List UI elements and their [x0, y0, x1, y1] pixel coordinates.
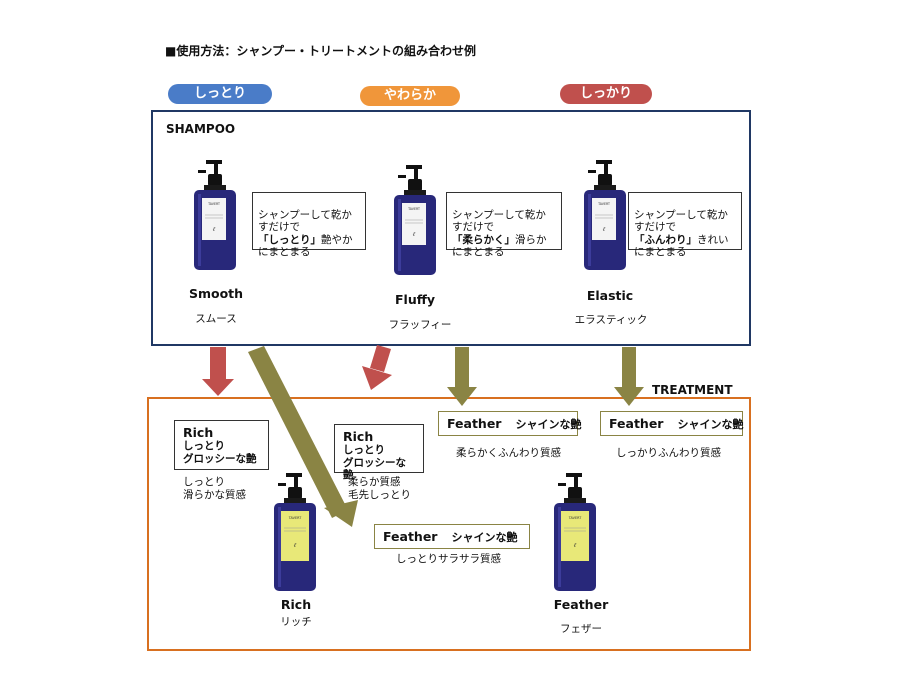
- treatment-panel: [147, 397, 751, 651]
- product-name-elastic: Elastic: [586, 288, 634, 303]
- pill-soft: やわらか: [360, 86, 460, 106]
- bottle-elastic: [583, 159, 627, 271]
- rich-box-1: Rich しっとり グロッシーな艶: [174, 420, 269, 470]
- treatment-label: TREATMENT: [652, 383, 733, 397]
- callout-fluffy: シャンプーして乾か すだけで 「柔らかく」滑らか にまとまる: [446, 192, 562, 258]
- product-name-ja-smooth: スムース: [195, 313, 237, 325]
- bottle-smooth: [193, 159, 237, 271]
- rich-box-2: Rich しっとり グロッシーな艶: [334, 424, 424, 481]
- product-name-ja-fluffy: フラッフィー: [388, 319, 452, 331]
- arrow-elastic-to-feather: [614, 347, 644, 406]
- feather-desc-3: しっとりサラサラ質感: [396, 553, 501, 565]
- rich-box-name: Rich: [343, 429, 374, 444]
- pill-firm: しっかり: [560, 84, 652, 104]
- shampoo-label: SHAMPOO: [166, 122, 236, 136]
- feather-desc-1: 柔らかくふんわり質感: [456, 447, 561, 459]
- arrow-fluffy-to-feather: [447, 347, 477, 406]
- rich-box-line1: しっとり: [343, 444, 385, 456]
- feather-desc-2: しっかりふんわり質感: [616, 447, 721, 459]
- bottle-rich: [273, 472, 317, 592]
- rich-box-line1: しっとり: [183, 440, 225, 452]
- product-name-ja-feather: フェザー: [560, 623, 602, 635]
- shampoo-panel: [151, 110, 751, 346]
- bottle-fluffy: [393, 164, 437, 276]
- product-name-ja-elastic: エラスティック: [574, 314, 648, 326]
- product-name-rich: Rich: [280, 597, 312, 612]
- product-name-feather: Feather: [553, 597, 609, 612]
- callout-elastic: シャンプーして乾か すだけで 「ふんわり」きれい にまとまる: [628, 192, 742, 258]
- callout-smooth: シャンプーして乾か すだけで 「しっとり」艶やか にまとまる: [252, 192, 366, 258]
- rich-desc-1: しっとり 滑らかな質感: [183, 476, 246, 501]
- pill-moist: しっとり: [168, 84, 272, 104]
- page-title: ■使用方法：シャンプー・トリートメントの組み合わせ例: [165, 44, 476, 58]
- rich-box-line2: グロッシーな艶: [343, 456, 406, 482]
- product-name-fluffy: Fluffy: [395, 292, 435, 307]
- bottle-feather: [553, 472, 597, 592]
- arrow-fluffy-to-rich: [362, 345, 392, 390]
- arrow-smooth-to-feather-diagonal: [248, 346, 358, 527]
- product-name-smooth: Smooth: [188, 286, 244, 301]
- rich-box-line2: グロッシーな艶: [183, 452, 257, 465]
- rich-box-name: Rich: [183, 425, 214, 440]
- arrow-smooth-to-rich: [202, 347, 234, 396]
- rich-desc-2: 柔らか質感 毛先しっとり: [348, 476, 411, 501]
- product-name-ja-rich: リッチ: [280, 616, 312, 628]
